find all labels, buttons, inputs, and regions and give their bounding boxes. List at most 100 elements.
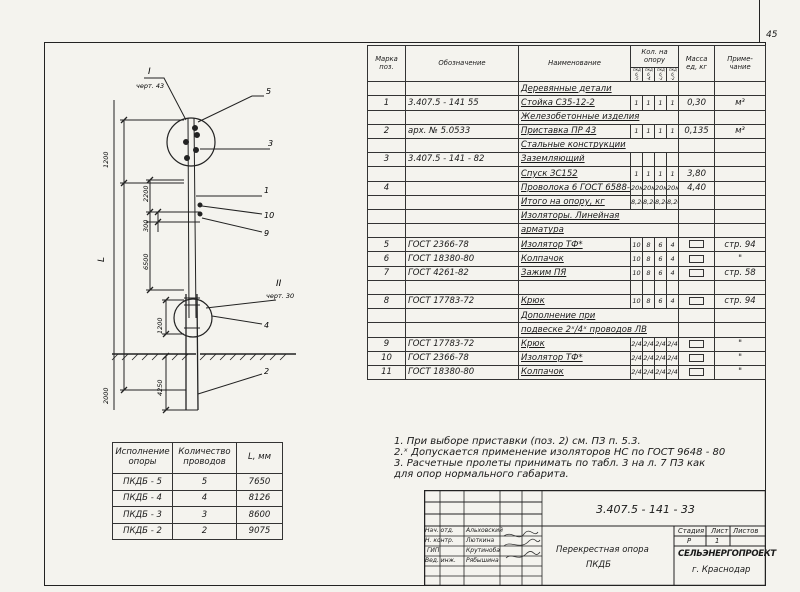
item-note xyxy=(714,180,767,196)
item-qty: 1 xyxy=(630,95,643,111)
header-qty-variant: пкд б -2 xyxy=(665,66,680,83)
variants-header-wires: Количество проводов xyxy=(172,442,237,474)
header-qty-variant: пкд б -4 xyxy=(642,66,655,83)
item-qty xyxy=(642,152,655,168)
sheet-label: Лист xyxy=(711,527,729,535)
callout-5: 5 xyxy=(266,87,271,96)
callout-2: 2 xyxy=(264,367,269,376)
item-qty: 4 xyxy=(665,251,680,267)
spec-row: арматура xyxy=(367,223,767,239)
item-name: Крюк xyxy=(518,293,631,310)
item-qty: 8 xyxy=(642,237,655,253)
item-designation: 3.407.5 - 141 - 82 xyxy=(405,152,519,168)
item-qty: 2/4 xyxy=(665,364,680,381)
item-designation: арх. № 5.0533 xyxy=(405,123,519,139)
section-title: подвеске 2ˣ/4ˣ проводов ЛВ xyxy=(517,322,680,338)
item-qty: 2/4 xyxy=(642,336,655,352)
item-name: Проволока 6 ГОСТ 6588-73 xyxy=(518,180,631,196)
item-designation xyxy=(405,180,519,196)
dim-1200-mid: 1200 xyxy=(156,317,164,334)
variants-table: Исполнение опоры Количество проводов L, … xyxy=(112,442,283,540)
signatory-name: Рябышина xyxy=(466,557,499,564)
dim-4250: 4250 xyxy=(156,379,164,396)
item-qty: 1 xyxy=(654,95,667,111)
item-designation: ГОСТ 18380-80 xyxy=(405,364,519,381)
callout-4: 4 xyxy=(264,321,269,330)
item-note: стр. 58 xyxy=(714,265,767,281)
item-qty: 20м xyxy=(630,180,643,196)
item-name: Стойка С35-12-2 xyxy=(518,95,631,111)
item-qty: 2/4 xyxy=(630,336,643,352)
item-qty: 4 xyxy=(665,293,680,310)
item-qty: 1 xyxy=(642,166,655,182)
sheet-number-box xyxy=(759,0,792,42)
item-qty: 4 xyxy=(665,265,680,281)
note-line: 3. Расчетные пролеты принимать по табл. … xyxy=(394,458,706,469)
detail-ref-I: I xyxy=(148,67,151,77)
variant-wires: 4 xyxy=(172,489,237,507)
section-title: арматура xyxy=(517,223,680,239)
item-qty: 2/4 xyxy=(630,364,643,381)
item-mass xyxy=(678,336,716,352)
item-qty xyxy=(630,152,643,168)
header-qty-variant: пкд б -5 xyxy=(630,66,643,83)
item-name: Колпачок xyxy=(518,364,631,381)
sheet-number: 45 xyxy=(766,30,778,40)
item-note xyxy=(714,194,767,210)
item-note: стр. 94 xyxy=(714,237,767,253)
header-designation: Обозначение xyxy=(405,44,519,83)
item-qty: 6 xyxy=(654,251,667,267)
item-note: " xyxy=(714,350,767,366)
item-mass: 0,135 xyxy=(678,123,716,139)
item-qty: 8,20 xyxy=(630,194,643,210)
item-mass xyxy=(678,251,716,267)
stage-value: Р xyxy=(687,537,692,545)
mass-box xyxy=(689,268,705,277)
item-mass: 4,40 xyxy=(678,180,716,196)
item-qty: 10 xyxy=(630,265,643,281)
detail-ref-II-sheet: черт. 30 xyxy=(266,292,294,300)
header-qty: Кол. на опору xyxy=(629,45,680,68)
item-qty: 2/4 xyxy=(630,350,643,366)
sheet-value: 1 xyxy=(715,537,720,545)
spec-row: Итого на опору, кг8,208,208,208,20 xyxy=(367,194,767,210)
header-note: Приме- чание xyxy=(714,44,767,83)
item-designation xyxy=(405,194,519,210)
item-qty: 1 xyxy=(665,95,680,111)
mass-box xyxy=(689,368,705,377)
item-qty: 1 xyxy=(665,123,680,139)
item-qty: 8 xyxy=(642,265,655,281)
item-note: м³ xyxy=(714,123,767,139)
dim-length-L: L xyxy=(97,257,107,262)
item-mass xyxy=(678,364,716,381)
item-mass: 0,30 xyxy=(678,95,716,111)
signatory-name: Крутиноба xyxy=(466,547,500,554)
item-qty: 8,20 xyxy=(665,194,680,210)
item-mark xyxy=(367,194,406,210)
item-qty: 10 xyxy=(630,237,643,253)
item-qty: 6 xyxy=(654,265,667,281)
item-name: Изолятор ТФ* xyxy=(518,237,631,253)
callout-3: 3 xyxy=(268,139,273,148)
mass-box xyxy=(689,339,705,348)
item-designation: ГОСТ 4261-82 xyxy=(405,265,519,281)
item-name: Зажим ПЯ xyxy=(518,265,631,281)
item-note: " xyxy=(714,251,767,267)
detail-ref-II: II xyxy=(276,279,282,289)
item-note: стр. 94 xyxy=(714,293,767,310)
specification-table: Марка поз. Обозначение Наименование Кол.… xyxy=(367,44,767,381)
item-designation: 3.407.5 - 141 55 xyxy=(405,95,519,111)
dim-2200: 2200 xyxy=(142,185,150,202)
item-qty: 2/4 xyxy=(642,350,655,366)
spec-row xyxy=(367,279,767,296)
title-block-grid xyxy=(424,490,766,586)
item-qty: 8 xyxy=(642,251,655,267)
